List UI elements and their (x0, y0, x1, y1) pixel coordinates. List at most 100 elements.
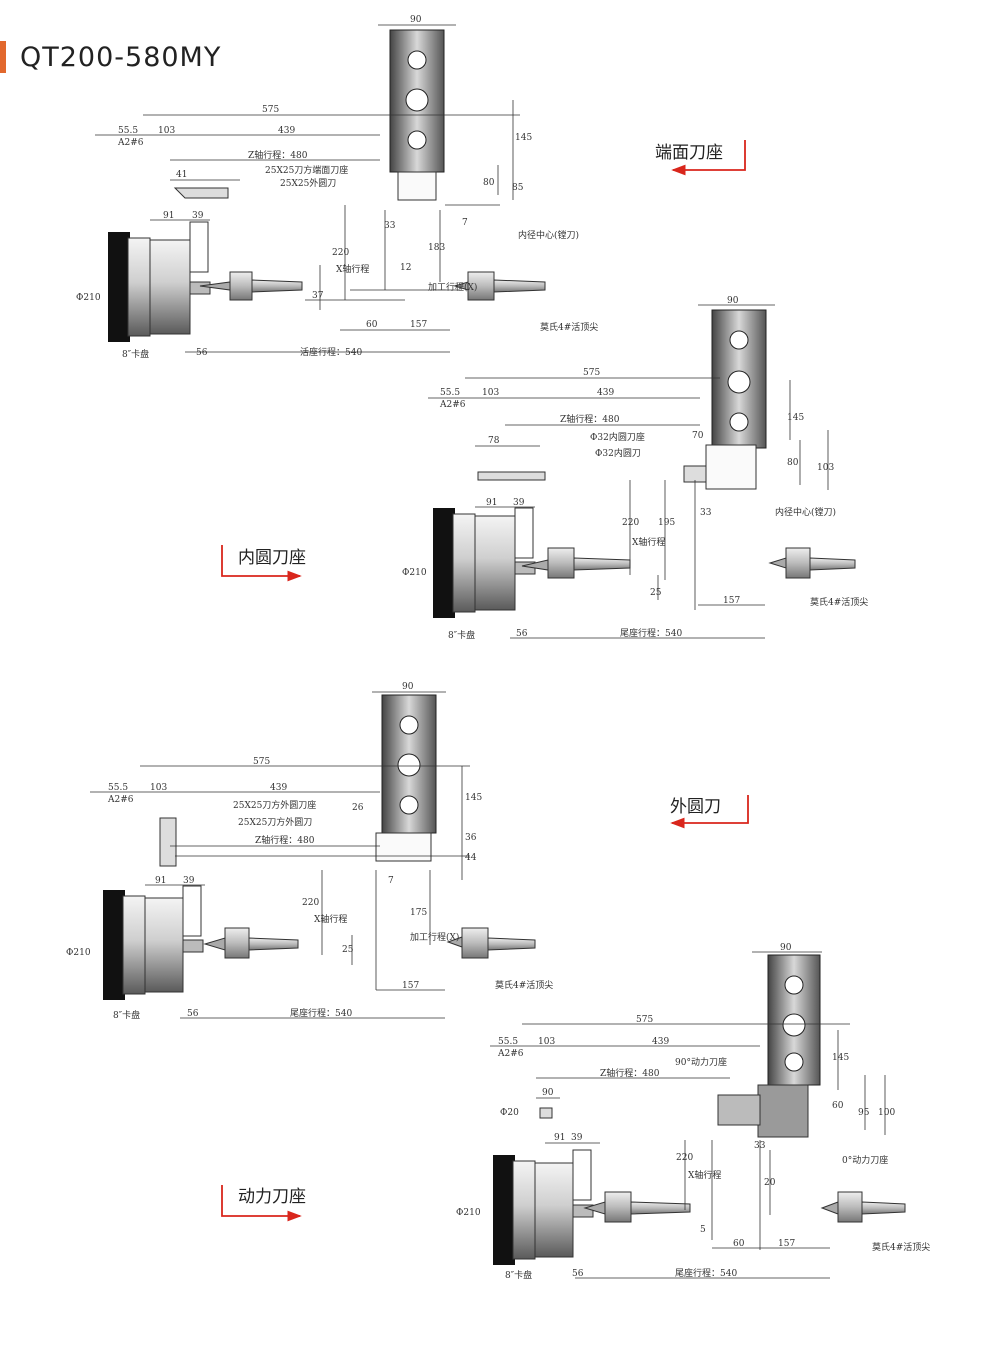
dim-145: 145 (787, 413, 804, 423)
dim-z-travel: Z轴行程：480 (255, 834, 315, 846)
dim-26: 26 (352, 803, 364, 813)
panel-outer-tool: 90 575 55.5 A2#6 103 439 25X25刀方外圆刀座 25X… (66, 682, 749, 1021)
face-tool (173, 187, 229, 199)
dim-56: 56 (187, 1009, 199, 1019)
dim-55-5: 55.5 (118, 126, 138, 136)
dim-proc: 加工行程(X) (428, 281, 477, 293)
dim-157: 157 (402, 981, 419, 991)
dim-25: 25 (650, 588, 662, 598)
dim-a2: A2#6 (107, 795, 134, 805)
dim-90: 90 (410, 15, 422, 25)
dim-95: 95 (858, 1108, 870, 1118)
title-block: QT200-580MY (0, 40, 221, 74)
dim-575: 575 (583, 368, 600, 378)
dim-chuck: 8″卡盘 (122, 348, 149, 360)
live-center-right (768, 547, 856, 579)
label-inner-holder: 内圆刀座 (221, 545, 306, 582)
dim-a2: A2#6 (117, 138, 144, 148)
dim-157: 157 (410, 320, 427, 330)
dim-20: 20 (764, 1178, 776, 1188)
dim-phi210: Φ210 (456, 1208, 481, 1218)
dim-41: 41 (176, 170, 187, 180)
dim-live-center: 莫氏4#活顶尖 (810, 596, 868, 608)
dim-85: 85 (512, 183, 524, 193)
svg-text:外圆刀: 外圆刀 (670, 797, 721, 817)
dim-80: 80 (787, 458, 799, 468)
dim-90: 90 (780, 943, 792, 953)
dim-x-travel: X轴行程 (336, 263, 369, 275)
chuck (433, 507, 536, 618)
dim-25: 25 (342, 945, 354, 955)
dim-x-travel: X轴行程 (314, 913, 347, 925)
live-center-left (203, 927, 299, 959)
dim-91: 91 (155, 876, 166, 886)
dim-tool-holder: 25X25刀方端面刀座 (265, 164, 348, 176)
dim-55-5: 55.5 (498, 1037, 518, 1047)
dim-220: 220 (622, 518, 639, 528)
dim-60: 60 (366, 320, 378, 330)
dim-tailstock-travel: 尾座行程：540 (620, 627, 682, 639)
dim-157: 157 (723, 596, 740, 606)
dim-575: 575 (262, 105, 279, 115)
dim-a2: A2#6 (497, 1049, 524, 1059)
dim-91: 91 (554, 1133, 565, 1143)
turret (705, 309, 767, 490)
dim-103: 103 (158, 126, 175, 136)
chuck (103, 885, 204, 1000)
dim-55-5: 55.5 (440, 388, 460, 398)
dim-220: 220 (302, 898, 319, 908)
turret (389, 29, 445, 201)
dim-z-travel: Z轴行程：480 (560, 413, 620, 425)
dim-phi210: Φ210 (66, 948, 91, 958)
live-center-right (453, 271, 546, 301)
page-title: QT200-580MY (20, 41, 222, 73)
dim-0-live-holder: 0°动力刀座 (842, 1154, 888, 1166)
dim-103b: 103 (817, 463, 834, 473)
dim-live-center: 莫氏4#活顶尖 (872, 1241, 930, 1253)
dim-60: 60 (832, 1101, 844, 1111)
dim-7: 7 (388, 876, 394, 886)
dim-x-travel: X轴行程 (688, 1169, 721, 1181)
dim-175: 175 (410, 908, 427, 918)
dim-78: 78 (488, 436, 500, 446)
dim-55-5: 55.5 (108, 783, 128, 793)
label-outer-tool: 外圆刀 (670, 795, 749, 829)
dim-145: 145 (832, 1053, 849, 1063)
dim-tailstock-travel: 活座行程：540 (300, 346, 362, 358)
dim-tool-holder: Φ32内圆刀座 (590, 431, 645, 443)
dim-91: 91 (163, 211, 174, 221)
panel-inner-tool-holder: 90 575 55.5 A2#6 103 439 Z轴行程：480 Φ32内圆刀… (221, 296, 868, 641)
dim-tool: 25X25刀方外圆刀 (238, 816, 312, 828)
dim-56: 56 (572, 1269, 584, 1279)
label-face-holder: 端面刀座 (655, 140, 746, 176)
dim-33: 33 (384, 221, 396, 231)
dim-7: 7 (462, 218, 468, 228)
dim-tool: Φ32内圆刀 (595, 447, 641, 459)
live-center-left (583, 1191, 691, 1223)
dim-439: 439 (278, 126, 295, 136)
dim-60b: 60 (733, 1239, 745, 1249)
dim-proc: 加工行程(X) (410, 931, 459, 943)
dim-90: 90 (727, 296, 739, 306)
dim-145: 145 (515, 133, 532, 143)
drill-bit (539, 1107, 553, 1119)
dim-575: 575 (636, 1015, 653, 1025)
dim-12: 12 (400, 263, 411, 273)
live-tool-90 (717, 1094, 761, 1126)
label-live-holder: 动力刀座 (221, 1185, 306, 1222)
dim-33: 33 (700, 508, 712, 518)
dim-bore-center: 内径中心(镗刀) (518, 229, 579, 241)
chuck (108, 221, 211, 342)
dim-439: 439 (597, 388, 614, 398)
dim-live-center: 莫氏4#活顶尖 (540, 321, 598, 333)
dim-575: 575 (253, 757, 270, 767)
dim-37: 37 (312, 291, 324, 301)
dim-80: 80 (483, 178, 495, 188)
boring-bar (477, 471, 546, 481)
live-center-left (521, 547, 631, 579)
svg-text:动力刀座: 动力刀座 (238, 1187, 306, 1207)
dim-103: 103 (538, 1037, 555, 1047)
dim-44: 44 (465, 853, 477, 863)
turret (375, 694, 437, 862)
dim-phi210: Φ210 (76, 293, 101, 303)
